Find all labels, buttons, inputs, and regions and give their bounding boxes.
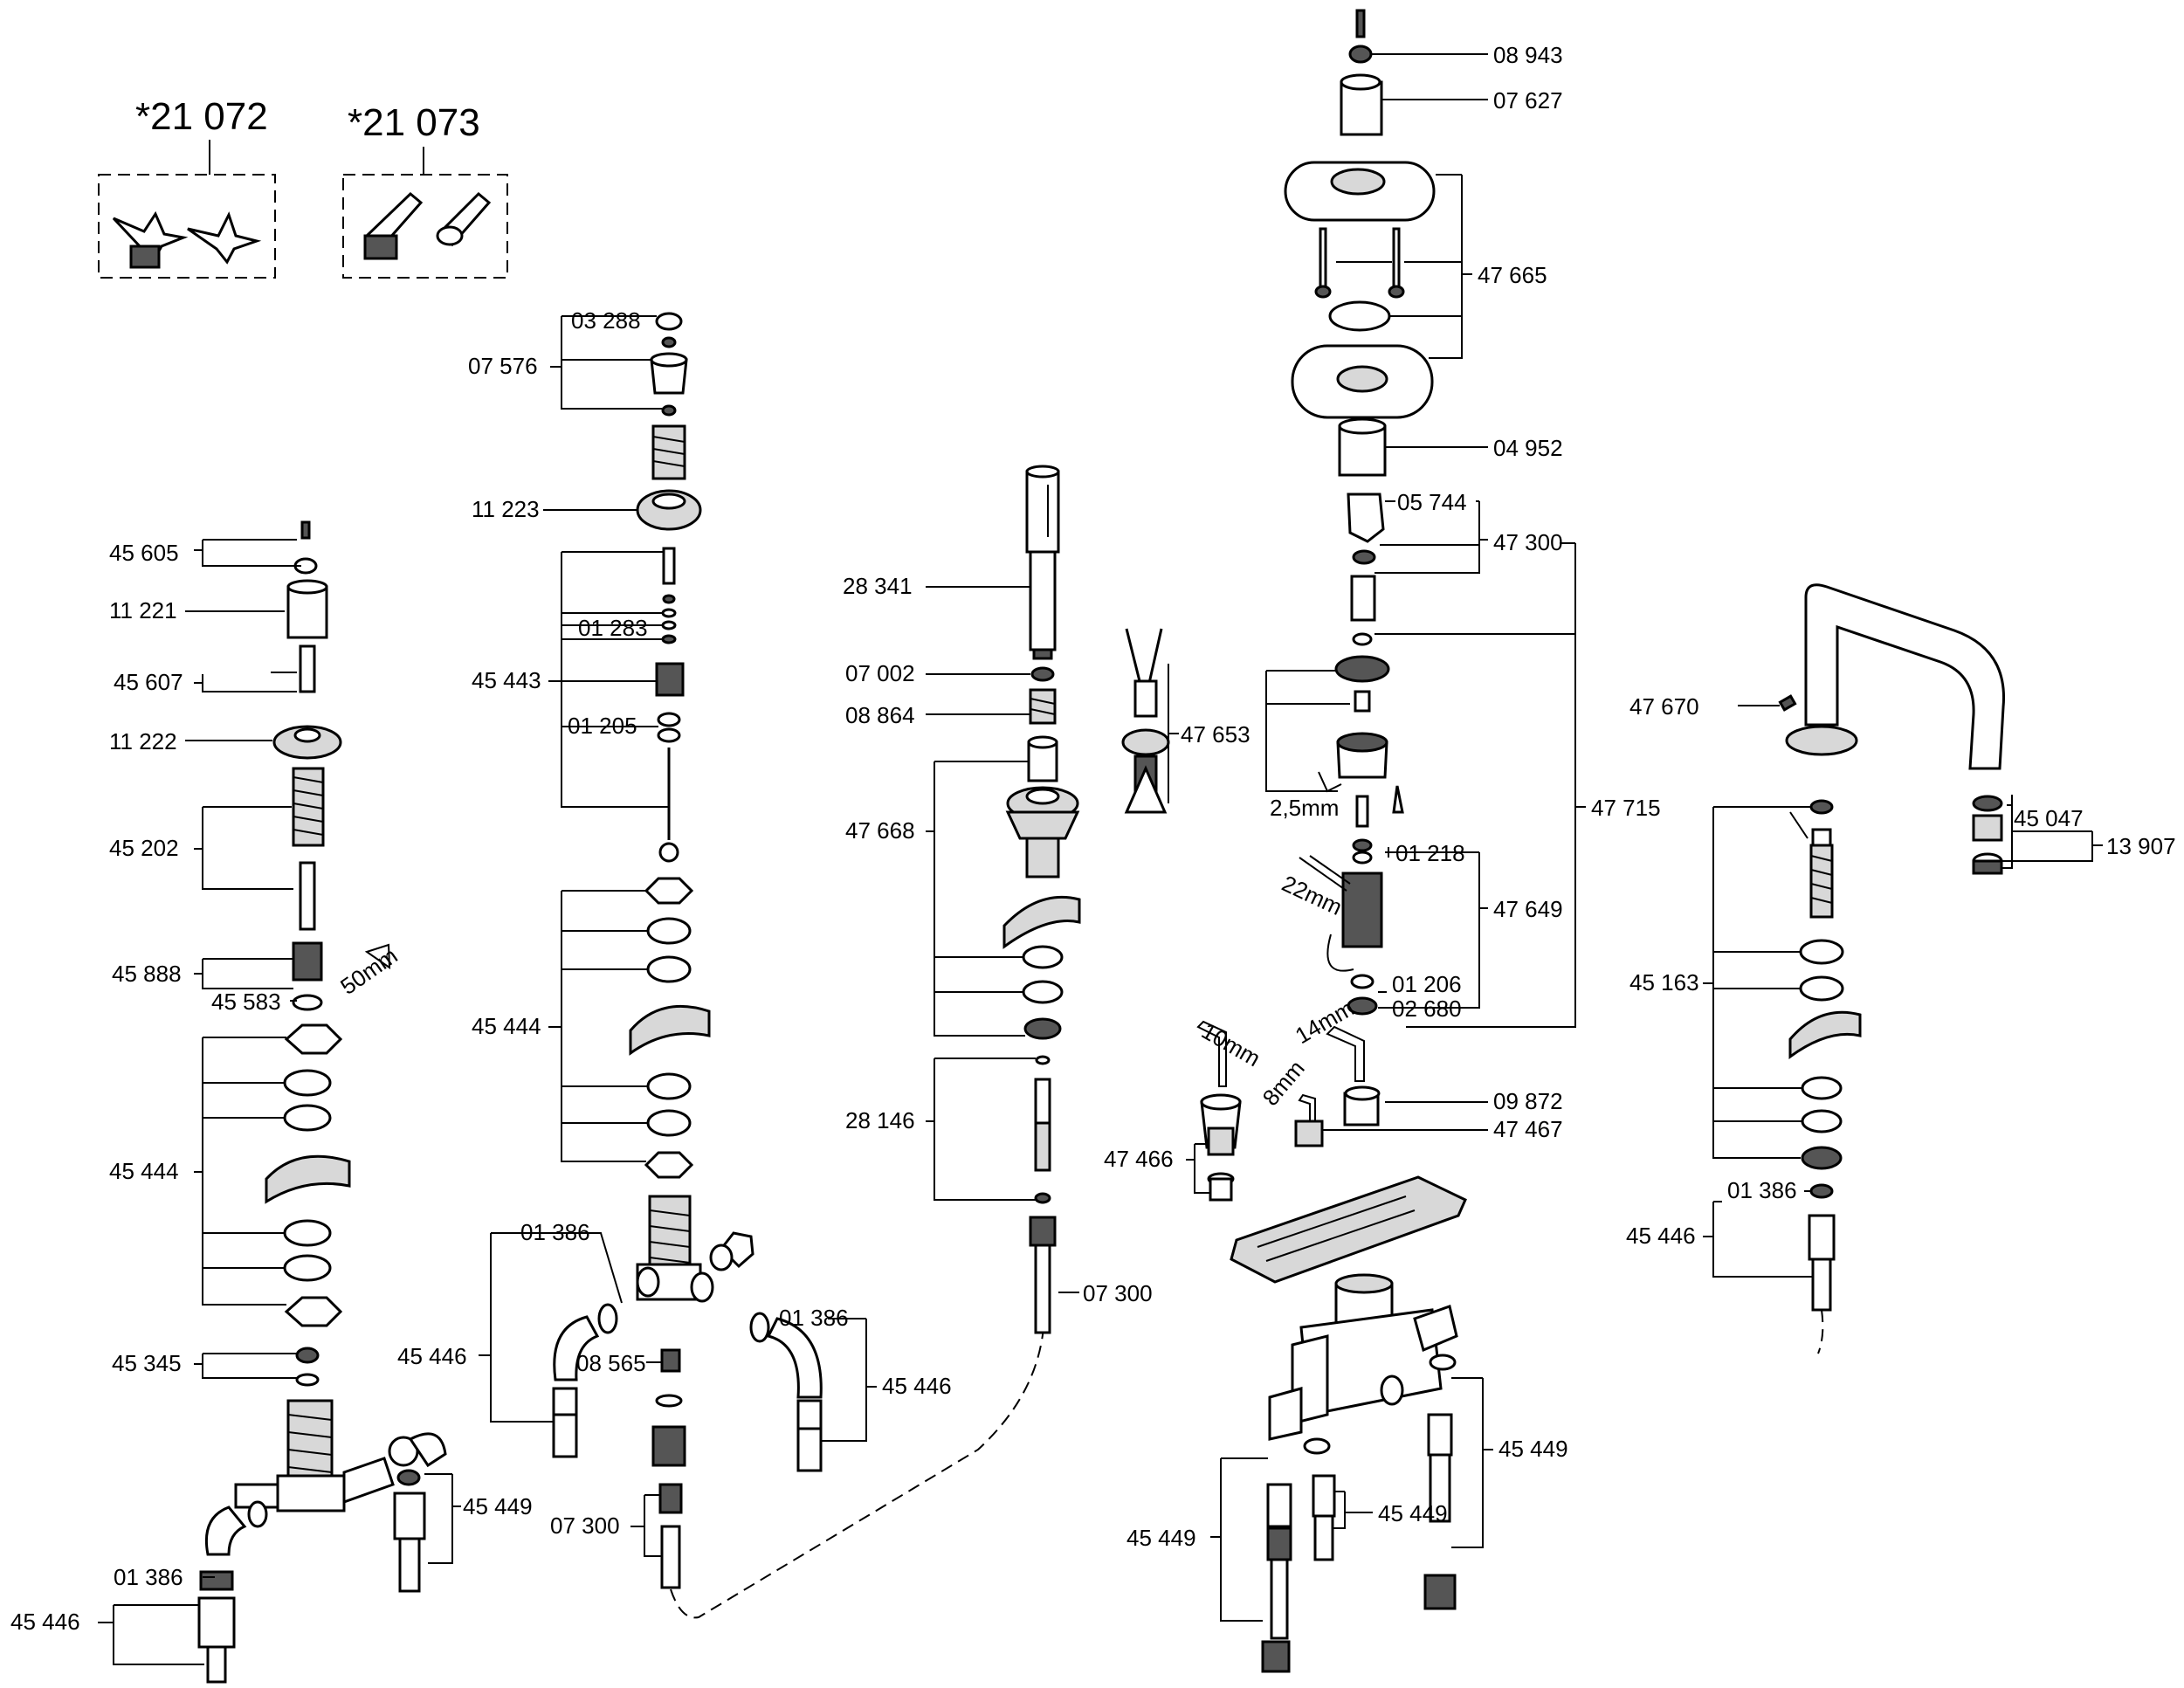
label-47649: 47 649 [1493, 896, 1563, 922]
label-45605: 45 605 [109, 540, 179, 566]
label-07300-col2: 07 300 [550, 1512, 620, 1539]
label-45449-col4-mid: 45 449 [1378, 1500, 1448, 1526]
label-45446-col2-left: 45 446 [397, 1343, 467, 1369]
variant-label-21073: *21 073 [348, 101, 480, 144]
label-22mm: 22mm [1278, 870, 1346, 920]
column-5-spout-assembly: 47 670 45 047 13 907 45 163 01 386 45 44… [1626, 583, 2176, 1354]
column-4-mixer-assembly: 08 943 07 627 47 665 04 952 05 744 47 30… [1104, 9, 1661, 1673]
label-45607: 45 607 [114, 669, 183, 695]
label-04952: 04 952 [1493, 435, 1563, 461]
label-03288: 03 288 [571, 307, 641, 334]
label-11221: 11 221 [109, 597, 177, 624]
label-47715: 47 715 [1591, 795, 1661, 821]
label-45444-col1: 45 444 [109, 1158, 179, 1184]
label-07627: 07 627 [1493, 87, 1563, 114]
label-2-5mm: 2,5mm [1270, 795, 1339, 821]
label-01205: 01 205 [568, 713, 637, 739]
label-45345: 45 345 [112, 1350, 182, 1376]
label-01283: 01 283 [578, 615, 648, 641]
label-08943: 08 943 [1493, 42, 1563, 68]
label-01386-col2-left: 01 386 [520, 1219, 590, 1245]
label-45444-col2: 45 444 [472, 1013, 541, 1039]
label-45047: 45 047 [2014, 805, 2084, 831]
label-08565: 08 565 [576, 1350, 646, 1376]
label-11222: 11 222 [109, 728, 177, 754]
lever-handle-icon [363, 191, 492, 260]
label-28341: 28 341 [843, 573, 913, 599]
label-47665: 47 665 [1478, 262, 1547, 288]
label-45446-col5: 45 446 [1626, 1223, 1696, 1249]
label-11223: 11 223 [472, 496, 540, 522]
label-47300: 47 300 [1493, 529, 1563, 555]
label-13907: 13 907 [2106, 833, 2176, 859]
column-2-diverter-assembly: 03 288 07 576 11 223 01 283 45 443 01 20… [397, 307, 1045, 1619]
label-08864: 08 864 [845, 702, 915, 728]
label-28146: 28 146 [845, 1107, 915, 1133]
column-3-handshower-assembly: 28 341 07 002 08 864 47 668 28 146 07 30… [843, 465, 1250, 1334]
label-47653: 47 653 [1181, 721, 1250, 748]
label-45449-col4-left: 45 449 [1126, 1525, 1196, 1551]
label-47467: 47 467 [1493, 1116, 1563, 1142]
label-47668: 47 668 [845, 817, 915, 844]
label-45449-col1: 45 449 [463, 1493, 533, 1519]
label-07576: 07 576 [468, 353, 538, 379]
cross-handle-icon [112, 210, 262, 269]
label-45449-col4-right: 45 449 [1498, 1436, 1568, 1462]
label-10mm: 10mm [1197, 1017, 1265, 1071]
label-02680: 02 680 [1392, 996, 1462, 1022]
label-45443: 45 443 [472, 667, 541, 693]
label-05744: 05 744 [1397, 489, 1467, 515]
label-8mm: 8mm [1257, 1055, 1310, 1111]
label-47670: 47 670 [1629, 693, 1699, 720]
variant-label-21072: *21 072 [135, 95, 268, 138]
label-45202: 45 202 [109, 835, 179, 861]
label-45446-col1: 45 446 [10, 1609, 80, 1635]
label-01386-col5: 01 386 [1727, 1177, 1797, 1203]
column-1-valve-assembly: 45 605 11 221 45 607 11 222 45 202 45 88… [10, 520, 533, 1684]
label-07002: 07 002 [845, 660, 915, 686]
label-14mm: 14mm [1291, 995, 1359, 1049]
label-01386-col1: 01 386 [114, 1564, 183, 1590]
label-45446-col2-right: 45 446 [882, 1373, 952, 1399]
label-01386-col2-right: 01 386 [779, 1305, 849, 1331]
label-45888: 45 888 [112, 961, 182, 987]
label-47466: 47 466 [1104, 1146, 1174, 1172]
label-45163: 45 163 [1629, 969, 1699, 996]
label-01218: 01 218 [1395, 840, 1465, 866]
label-01206: 01 206 [1392, 971, 1462, 997]
label-45583: 45 583 [211, 989, 281, 1015]
label-07300-col3: 07 300 [1083, 1280, 1153, 1306]
variant-box-21072: *21 072 [98, 95, 276, 279]
label-09872: 09 872 [1493, 1088, 1563, 1114]
variant-box-21073: *21 073 [342, 101, 508, 279]
